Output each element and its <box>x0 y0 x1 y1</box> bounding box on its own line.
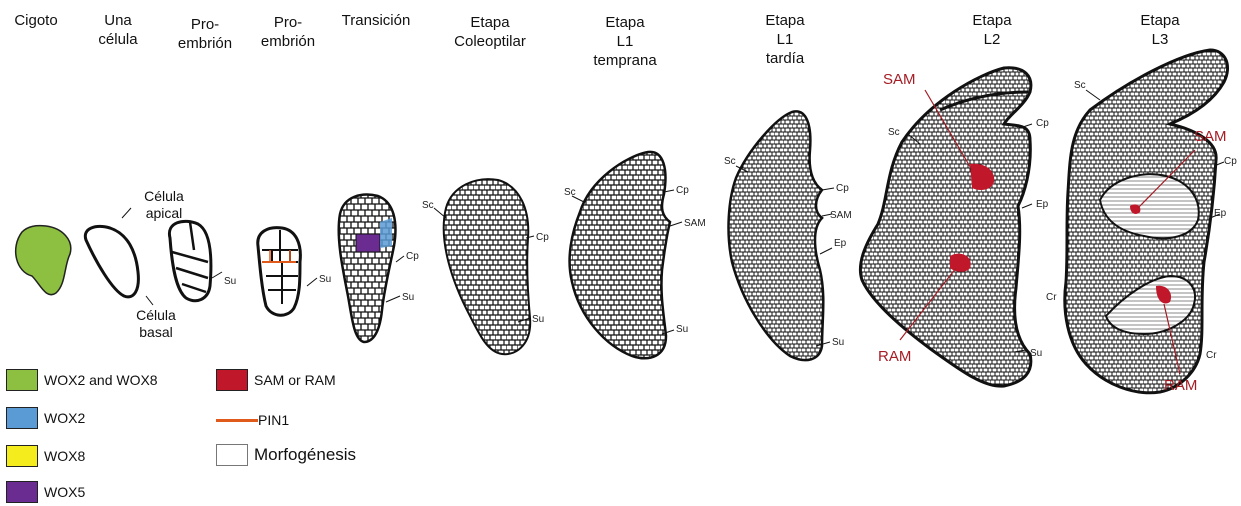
legend-swatch <box>216 444 248 466</box>
legend-wox2: WOX2 <box>6 407 85 429</box>
label-line: Célula <box>134 188 194 205</box>
legend-swatch <box>6 481 38 503</box>
l1-late-embryo <box>729 111 834 360</box>
legend-swatch <box>6 369 38 391</box>
sam-label-l3: SAM <box>1194 128 1227 145</box>
legend-wox2-wox8: WOX2 and WOX8 <box>6 369 158 391</box>
cp-label: Cp <box>406 251 419 262</box>
legend-label: WOX2 <box>44 410 85 426</box>
apical-cell-label: Célula apical <box>134 188 194 222</box>
legend-morfogenesis: Morfogénesis <box>216 444 356 466</box>
proembryo-2-embryo <box>258 228 317 316</box>
pointer-line <box>820 248 832 254</box>
cp-label: Cp <box>836 183 849 194</box>
one-cell-embryo <box>85 208 153 305</box>
legend-wox5: WOX5 <box>6 481 85 503</box>
l3-embryo <box>1065 50 1228 393</box>
legend-swatch <box>6 445 38 467</box>
legend-sam-ram: SAM or RAM <box>216 369 336 391</box>
pointer-line <box>396 256 404 262</box>
sam-label: SAM <box>830 210 852 221</box>
l1-early-embryo <box>570 152 682 358</box>
su-label: Su <box>224 276 236 287</box>
pointer-line <box>822 188 834 190</box>
label-line: apical <box>134 205 194 222</box>
ep-label: Ep <box>1036 199 1048 210</box>
legend-label: WOX2 and WOX8 <box>44 372 158 388</box>
legend-label: SAM or RAM <box>254 372 336 388</box>
su-label: Su <box>402 292 414 303</box>
cp-label: Cp <box>676 185 689 196</box>
legend-line-swatch <box>216 419 258 422</box>
pointer-line <box>1022 204 1032 208</box>
sam-label-l2: SAM <box>883 71 916 88</box>
legend-label: Morfogénesis <box>254 445 356 465</box>
ep-label: Ep <box>834 238 846 249</box>
label-line: basal <box>126 324 186 341</box>
cr-label: Cr <box>1206 350 1217 361</box>
l2-embryo <box>860 68 1032 386</box>
label-line: Célula <box>126 307 186 324</box>
legend-label: PIN1 <box>258 412 289 428</box>
ep-label: Ep <box>1214 208 1226 219</box>
pointer-line <box>1086 90 1100 100</box>
su-label: Su <box>319 274 331 285</box>
zygote-shape <box>16 226 71 295</box>
sc-label: Sc <box>422 200 434 211</box>
pointer-line <box>670 222 682 226</box>
su-label: Su <box>532 314 544 325</box>
ram-label-l2: RAM <box>878 348 911 365</box>
sc-label: Sc <box>888 127 900 138</box>
legend-label: WOX5 <box>44 484 85 500</box>
cp-label: Cp <box>1224 156 1237 167</box>
pointer-line <box>122 208 131 218</box>
sc-label: Sc <box>1074 80 1086 91</box>
pointer-line <box>307 278 317 286</box>
legend-swatch <box>216 369 248 391</box>
basal-cell-label: Célula basal <box>126 307 186 341</box>
sc-label: Sc <box>724 156 736 167</box>
sam-label: SAM <box>684 218 706 229</box>
pointer-line <box>386 296 400 302</box>
pointer-line <box>212 272 222 278</box>
legend-pin1: PIN1 <box>216 412 289 428</box>
pointer-line <box>146 296 153 305</box>
legend-swatch <box>6 407 38 429</box>
legend-wox8: WOX8 <box>6 445 85 467</box>
su-label: Su <box>676 324 688 335</box>
proembryo-1-embryo <box>169 221 222 300</box>
transition-embryo <box>339 195 404 342</box>
cr-label: Cr <box>1046 292 1057 303</box>
coleoptilar-embryo <box>434 179 534 354</box>
su-label: Su <box>832 337 844 348</box>
cp-label: Cp <box>1036 118 1049 129</box>
sc-label: Sc <box>564 187 576 198</box>
su-label: Su <box>1030 348 1042 359</box>
ram-label-l3: RAM <box>1164 377 1197 394</box>
cp-label: Cp <box>536 232 549 243</box>
legend-label: WOX8 <box>44 448 85 464</box>
